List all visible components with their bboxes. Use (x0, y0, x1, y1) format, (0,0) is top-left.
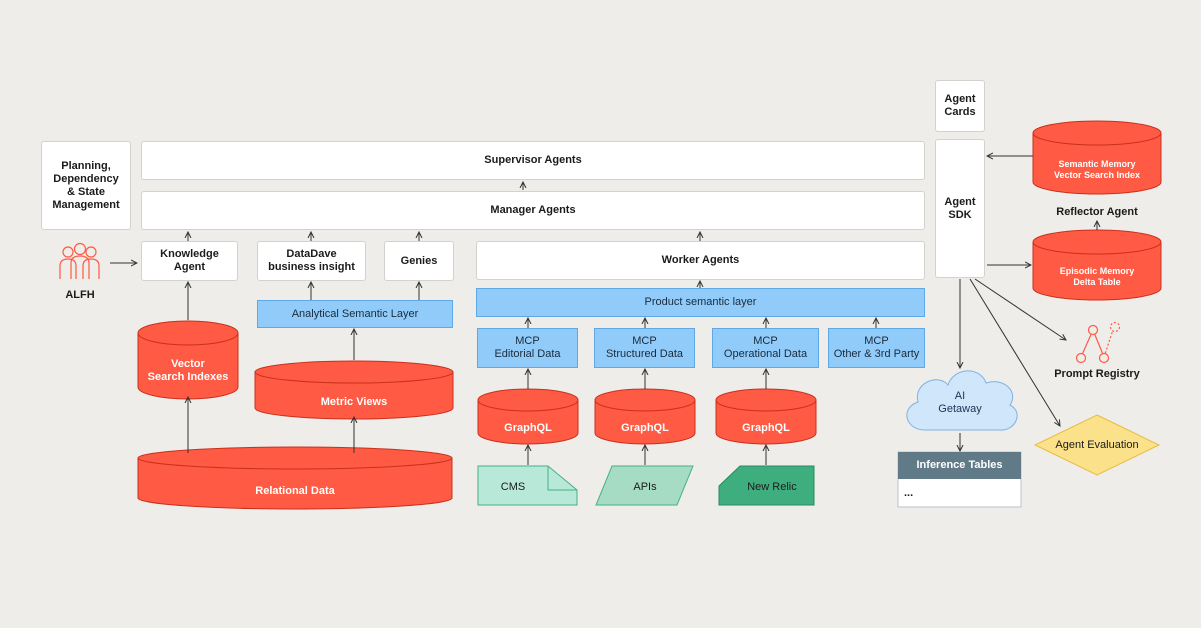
ai-gateway-label: AI Getaway (938, 390, 982, 415)
relational-data-cylinder (137, 446, 453, 510)
graphql-cylinder-3 (715, 388, 817, 445)
mcp-structured-data: MCP Structured Data (594, 328, 695, 368)
new-relic-shape (718, 465, 815, 506)
graphql-label-3: GraphQL (742, 421, 790, 434)
genies-box: Genies (384, 241, 454, 281)
graphql-label-2: GraphQL (621, 421, 669, 434)
worker-agents-box: Worker Agents (476, 241, 925, 280)
relational-data-label: Relational Data (255, 484, 335, 497)
metric-views-label: Metric Views (320, 395, 388, 408)
new-relic-label: New Relic (747, 480, 797, 493)
analytical-semantic-layer: Analytical Semantic Layer (257, 300, 453, 328)
apis-parallelogram-shape (595, 465, 694, 506)
connector-arrows (110, 156, 1097, 465)
ai-gateway-cloud (906, 370, 1018, 431)
vector-search-cylinder (137, 320, 239, 400)
inference-table-header (898, 452, 1021, 479)
prompt-registry-label: Prompt Registry (1054, 367, 1140, 380)
mcp-editorial-data: MCP Editorial Data (477, 328, 578, 368)
mcp-other-3rd-party: MCP Other & 3rd Party (828, 328, 925, 368)
episodic-memory-label: Episodic Memory Delta Table (1059, 266, 1135, 287)
reflector-agent-label: Reflector Agent (1056, 205, 1138, 218)
agent-evaluation-label: Agent Evaluation (1055, 438, 1139, 451)
metric-views-cylinder (254, 360, 454, 420)
cms-document-shape (477, 465, 578, 506)
product-semantic-layer: Product semantic layer (476, 288, 925, 317)
semantic-memory-cylinder (1032, 120, 1162, 195)
vector-search-indexes-label: Vector Search Indexes (147, 358, 229, 383)
cms-label: CMS (500, 480, 526, 493)
agent-evaluation-diamond (1033, 414, 1161, 476)
graphql-cylinder-1 (477, 388, 579, 445)
apis-label: APIs (633, 480, 657, 493)
manager-agents-box: Manager Agents (141, 191, 925, 230)
graphql-label-1: GraphQL (504, 421, 552, 434)
prompt-registry-icon (1075, 321, 1121, 364)
inference-tables-body: ... (904, 486, 914, 499)
graphql-cylinder-2 (594, 388, 696, 445)
planning-dependency-state-management-box: Planning, Dependency & State Management (41, 141, 131, 230)
alfh-label: ALFH (65, 288, 95, 301)
agent-sdk-box: Agent SDK (935, 139, 985, 278)
inference-tables-title: Inference Tables (916, 459, 1003, 471)
cms-fold (547, 466, 577, 491)
agent-cards-box: Agent Cards (935, 80, 985, 132)
datadave-box: DataDave business insight (257, 241, 366, 281)
mcp-operational-data: MCP Operational Data (712, 328, 819, 368)
knowledge-agent-box: Knowledge Agent (141, 241, 238, 281)
semantic-memory-label: Semantic Memory Vector Search Index (1053, 159, 1141, 180)
supervisor-agents-box: Supervisor Agents (141, 141, 925, 180)
people-icon (59, 242, 100, 279)
